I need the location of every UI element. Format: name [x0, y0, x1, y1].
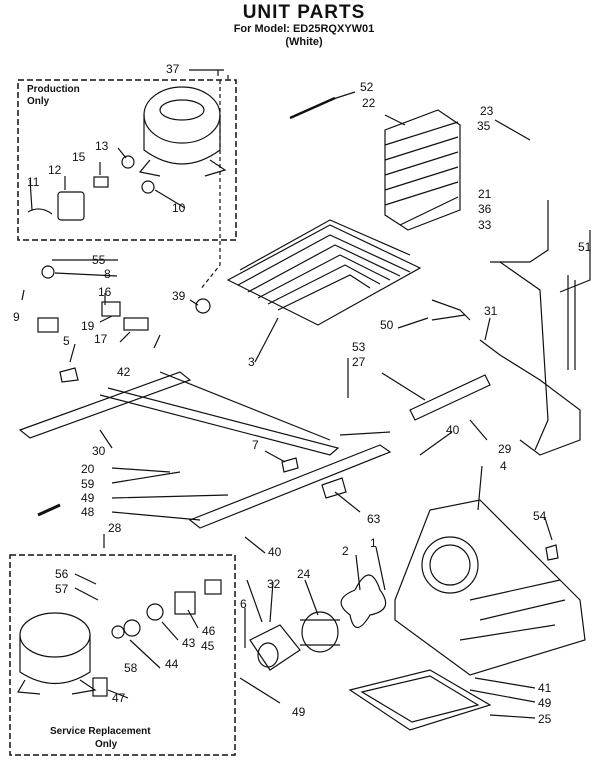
callout-43: 43	[182, 636, 196, 650]
drier	[409, 374, 491, 421]
callout-45: 45	[201, 639, 215, 653]
spring-59	[37, 503, 61, 517]
callout-2: 2	[342, 544, 349, 558]
clip-5	[59, 367, 79, 383]
callout-1: 1	[370, 536, 377, 550]
production-only-box	[17, 79, 237, 241]
callout-59: 59	[81, 477, 95, 491]
callout-52: 52	[360, 80, 374, 94]
callout-24: 24	[297, 567, 311, 581]
bushing-63	[321, 477, 347, 499]
base-frame	[18, 371, 392, 529]
callout-6: 6	[240, 597, 247, 611]
grommet-58	[111, 625, 125, 639]
condenser-coil	[226, 219, 422, 326]
callout-39: 39	[172, 289, 186, 303]
service-box-line1: Service Replacement	[50, 726, 151, 737]
callout-47: 47	[112, 691, 126, 705]
service-box-line2: Only	[95, 739, 118, 750]
callout-28: 28	[108, 521, 122, 535]
color-line: (White)	[285, 36, 323, 48]
evaporator-coil	[384, 109, 461, 231]
callout-63: 63	[367, 512, 381, 526]
callout-17: 17	[94, 332, 108, 346]
callout-40-upper: 40	[446, 423, 460, 437]
callout-54: 54	[533, 509, 547, 523]
callout-55: 55	[92, 253, 106, 267]
compressor-service	[17, 612, 97, 695]
callout-50: 50	[380, 318, 394, 332]
fan-bracket	[394, 499, 586, 676]
callout-33: 33	[478, 218, 492, 232]
callout-49-lower: 49	[292, 705, 306, 719]
capacitor-17	[123, 317, 149, 331]
callout-36: 36	[478, 202, 492, 216]
cap-54	[545, 544, 559, 561]
callout-4: 4	[500, 459, 507, 473]
callout-22: 22	[362, 96, 376, 110]
clamp-50	[431, 299, 471, 321]
callout-21: 21	[478, 187, 492, 201]
fan-motor	[300, 611, 340, 653]
callout-7: 7	[252, 438, 259, 452]
overload-13	[121, 155, 135, 169]
grommet-10	[141, 180, 155, 194]
callout-57: 57	[55, 582, 69, 596]
callout-56: 56	[55, 567, 69, 581]
motor-bracket	[249, 624, 301, 671]
callout-5: 5	[63, 334, 70, 348]
callout-23: 23	[480, 104, 494, 118]
callout-20: 20	[81, 462, 95, 476]
callout-30: 30	[92, 444, 106, 458]
compressor-production	[138, 86, 227, 177]
callout-46: 46	[202, 624, 216, 638]
production-box-line1: Production	[27, 84, 80, 95]
relay-45	[174, 591, 196, 615]
relay-16	[37, 317, 59, 333]
callout-35: 35	[477, 119, 491, 133]
screw-8	[41, 265, 55, 279]
callout-49-right: 49	[538, 696, 552, 710]
callout-48: 48	[81, 505, 95, 519]
grommet-39	[195, 298, 211, 314]
callout-16: 16	[98, 285, 112, 299]
callout-19: 19	[81, 319, 95, 333]
callout-42: 42	[117, 365, 131, 379]
fan-blade	[340, 574, 387, 629]
callout-3: 3	[248, 355, 255, 369]
overload-43	[146, 603, 164, 621]
service-replacement-box	[9, 554, 236, 756]
callout-49-upper: 49	[81, 491, 95, 505]
callout-10: 10	[172, 201, 186, 215]
callout-29: 29	[498, 442, 512, 456]
callout-13: 13	[95, 139, 109, 153]
callout-11: 11	[27, 175, 40, 189]
callout-37: 37	[166, 62, 180, 76]
relay-47	[92, 677, 108, 697]
callout-9: 9	[13, 310, 20, 324]
diagram-title: UNIT PARTS	[242, 2, 366, 23]
production-box-line2: Only	[27, 96, 50, 107]
callout-41: 41	[538, 681, 552, 695]
callout-12: 12	[48, 163, 62, 177]
clip-15	[93, 176, 109, 188]
callout-27: 27	[352, 355, 366, 369]
drain-pan	[348, 669, 492, 731]
cover-46	[204, 579, 222, 595]
callout-53: 53	[352, 340, 366, 354]
callout-15: 15	[72, 150, 86, 164]
callout-8: 8	[104, 267, 111, 281]
callout-40-lower: 40	[268, 545, 282, 559]
relay-12	[57, 191, 85, 221]
callout-31: 31	[484, 304, 498, 318]
callout-25: 25	[538, 712, 552, 726]
model-line: For Model: ED25RQXYW01	[233, 23, 375, 35]
callout-44: 44	[165, 657, 179, 671]
callout-58: 58	[124, 661, 138, 675]
callout-51: 51	[578, 240, 592, 254]
callout-32: 32	[267, 577, 281, 591]
bracket-7	[281, 457, 299, 473]
